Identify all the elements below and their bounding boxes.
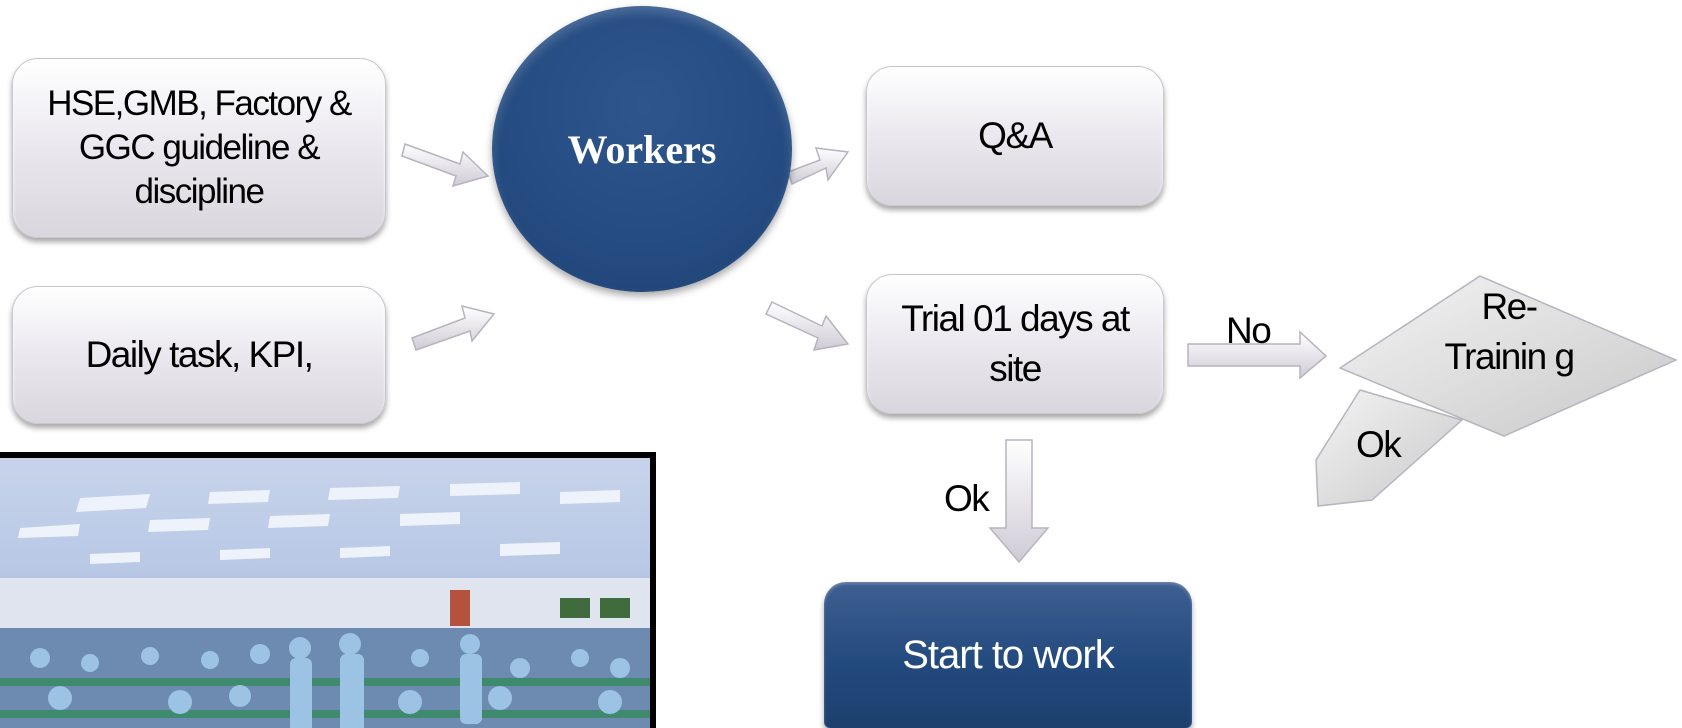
daily-task-box: Daily task, KPI,: [12, 286, 386, 424]
retraining-text: Re-Trainin g: [1444, 286, 1575, 377]
arrow-ok-back: [1315, 389, 1464, 507]
arrow-ok-down: [988, 439, 1050, 564]
qa-text: Q&A: [978, 115, 1053, 156]
arrow-daily-to-workers: [411, 304, 496, 351]
ok-back-label: Ok: [1356, 424, 1402, 465]
workers-circle: Workers: [492, 6, 792, 292]
daily-task-text: Daily task, KPI,: [85, 334, 314, 375]
guideline-text: HSE,GMB, Factory & GGC guideline & disci…: [47, 84, 352, 211]
start-to-work-box: Start to work: [824, 582, 1192, 728]
guideline-box: HSE,GMB, Factory & GGC guideline & disci…: [12, 58, 386, 238]
arrow-workers-to-trial: [764, 301, 850, 351]
factory-photo: [0, 452, 656, 728]
arrow-guideline-to-workers: [401, 143, 490, 188]
start-to-work-text: Start to work: [902, 632, 1115, 677]
qa-box: Q&A: [866, 66, 1164, 206]
workers-text: Workers: [567, 126, 717, 172]
ok-down-label: Ok: [944, 478, 990, 519]
arrow-workers-to-qa: [787, 147, 850, 186]
trial-box: Trial 01 days at site: [866, 274, 1164, 414]
factory-scene-image: [0, 482, 650, 728]
no-label: No: [1226, 310, 1272, 351]
arrow-no: [1187, 330, 1328, 380]
retraining-diamond: [1338, 275, 1678, 437]
trial-text: Trial 01 days at site: [901, 298, 1130, 389]
